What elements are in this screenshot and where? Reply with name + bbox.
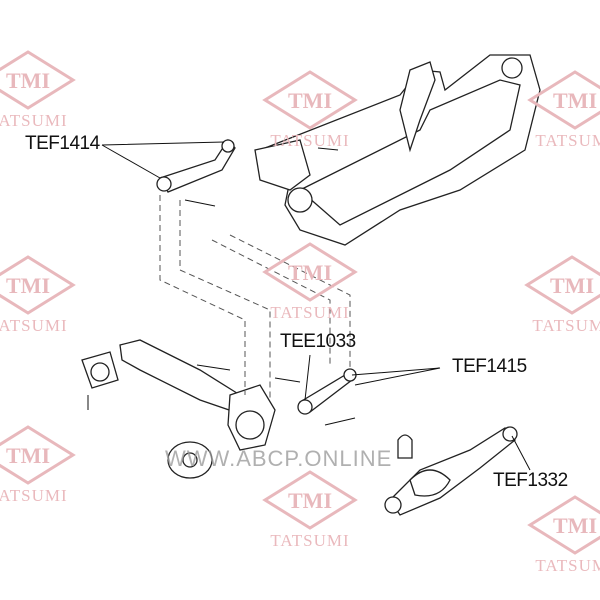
part-tef1332-arm (384, 426, 518, 516)
watermark-logos: TMI TATSUMI TMI TATSUMI TMI TATSUMI TMI TATSUMI… (0, 50, 600, 575)
svg-text:TMI: TMI (288, 488, 332, 513)
callout-tef1414: TEF1414 (25, 133, 100, 154)
svg-text:TATSUMI: TATSUMI (535, 556, 600, 575)
svg-text:TATSUMI: TATSUMI (270, 131, 349, 150)
svg-text:TATSUMI: TATSUMI (0, 316, 68, 335)
svg-text:TMI: TMI (288, 88, 332, 113)
tmi-logo-watermark: TMI TATSUMI (262, 70, 358, 150)
trailing-arm (81, 339, 241, 413)
svg-text:TMI: TMI (6, 443, 50, 468)
tmi-logo-watermark: TMI TATSUMI (0, 425, 76, 505)
svg-text:TMI: TMI (288, 260, 332, 285)
svg-text:TMI: TMI (6, 68, 50, 93)
svg-text:TMI: TMI (550, 273, 594, 298)
tmi-logo-watermark: TMI TATSUMI (524, 255, 600, 335)
callout-tee1033: TEE1033 (280, 331, 356, 352)
svg-text:TMI: TMI (6, 273, 50, 298)
knuckle-hub (167, 384, 276, 479)
part-tef1414-arm (156, 138, 236, 193)
tmi-logo-watermark: TMI TATSUMI (262, 470, 358, 550)
svg-text:TATSUMI: TATSUMI (0, 111, 68, 130)
callout-tef1332: TEF1332 (493, 470, 568, 491)
tmi-logo-watermark: TMI TATSUMI (0, 50, 76, 130)
svg-text:TATSUMI: TATSUMI (270, 531, 349, 550)
tmi-logo-watermark: TMI TATSUMI (262, 242, 358, 322)
svg-text:TATSUMI: TATSUMI (535, 131, 600, 150)
tmi-logo-watermark: TMI TATSUMI (527, 70, 600, 150)
bolts (87, 147, 356, 426)
svg-text:TATSUMI: TATSUMI (532, 316, 600, 335)
svg-text:TMI: TMI (553, 513, 597, 538)
tmi-logo-watermark: TMI TATSUMI (527, 495, 600, 575)
assembly-guide-lines (159, 195, 351, 400)
svg-text:TATSUMI: TATSUMI (0, 486, 68, 505)
svg-text:TMI: TMI (553, 88, 597, 113)
watermark-url: WWW.ABCP.ONLINE (165, 446, 393, 471)
leader-lines (101, 141, 531, 471)
part-tef1415-link (297, 368, 357, 415)
svg-text:TATSUMI: TATSUMI (270, 303, 349, 322)
tmi-logo-watermark: TMI TATSUMI (0, 255, 76, 335)
callout-tef1415: TEF1415 (452, 356, 527, 377)
rear-subframe (254, 54, 541, 246)
